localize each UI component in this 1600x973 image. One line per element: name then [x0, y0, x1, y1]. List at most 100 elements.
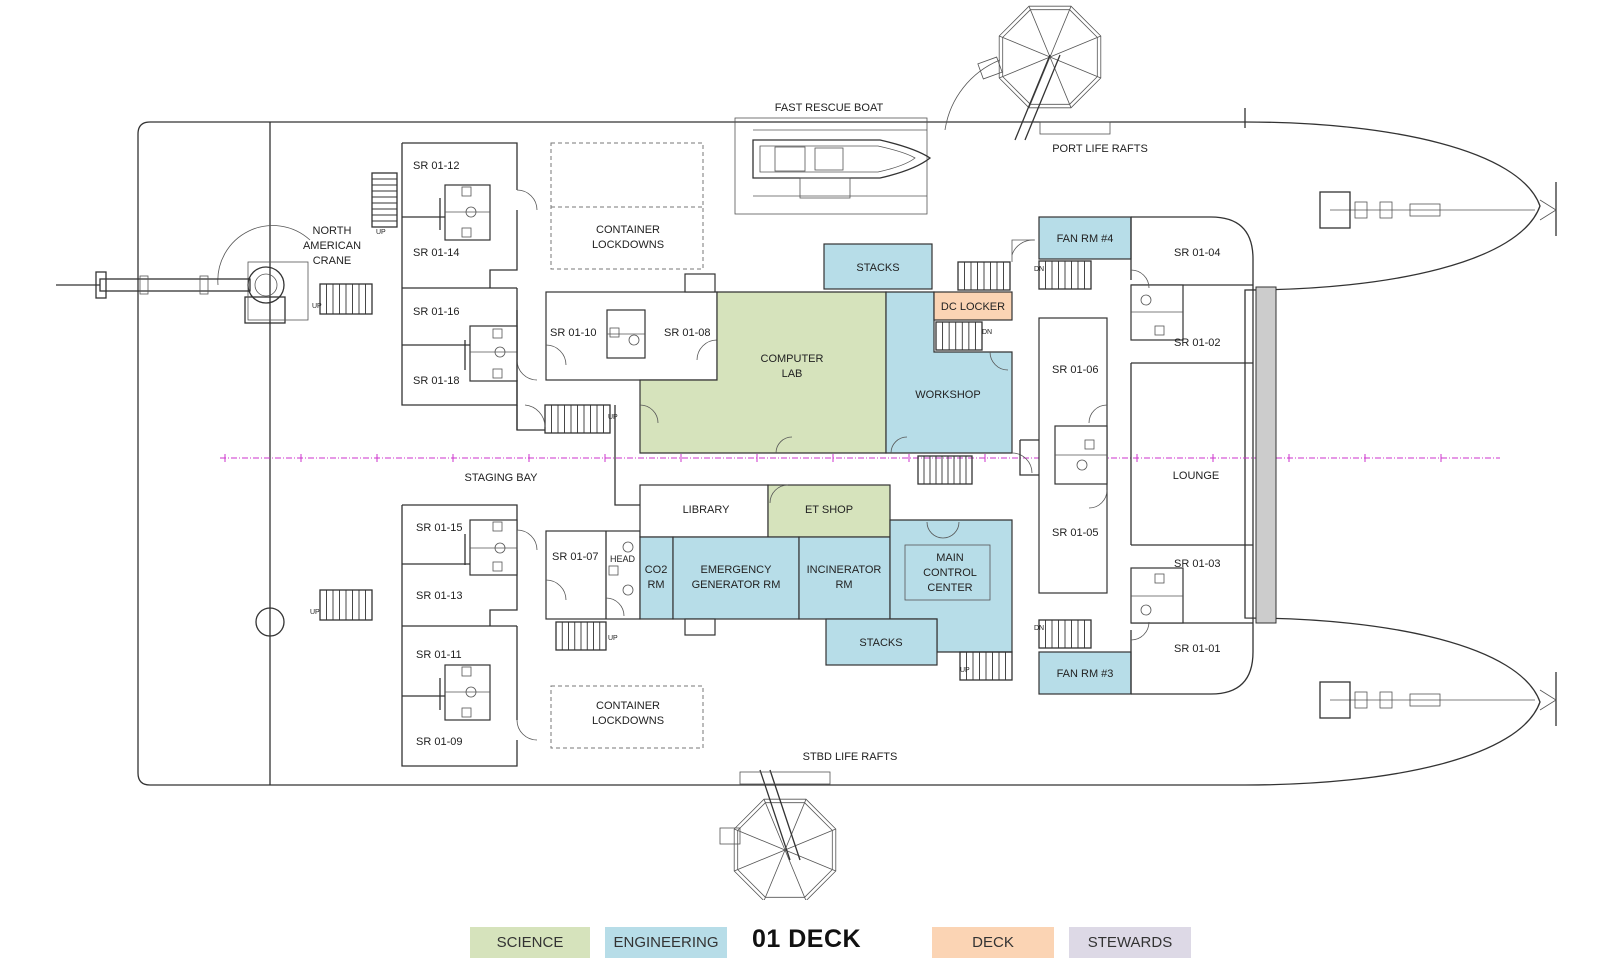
room-stacks: STACKS: [859, 637, 902, 649]
aft-stairs-crane: UP: [312, 283, 373, 315]
stacks-bottom: STACKS: [825, 618, 938, 666]
room-co2: CO2: [645, 564, 668, 576]
stair-dn-label: DN: [1034, 266, 1044, 273]
et-shop: ET SHOP: [767, 484, 891, 538]
room-sr-01-01: SR 01-01: [1174, 643, 1220, 655]
centerline: [220, 454, 1500, 462]
aft-stairs-bottom: UP: [310, 589, 373, 621]
stairs-fan3: DN: [1034, 619, 1092, 649]
legend-stewards: STEWARDS: [1069, 927, 1191, 958]
room-sr-01-18: SR 01-18: [413, 375, 459, 387]
room-incinerator: RM: [835, 579, 852, 591]
deck-plan: NORTH AMERICAN CRANE UP UP UP: [56, 5, 1557, 900]
dc-locker: DC LOCKER: [933, 291, 1013, 321]
room-main-control-center: MAIN: [936, 552, 964, 564]
stairs-fan4: DN: [1034, 260, 1092, 290]
room-computer-lab: COMPUTER: [761, 353, 824, 365]
container-label: CONTAINER: [596, 224, 660, 236]
stair-up-label: UP: [608, 414, 618, 421]
stair-up-label: UP: [960, 667, 970, 674]
room-et-shop: ET SHOP: [805, 504, 853, 516]
room-fan-rm-3: FAN RM #3: [1057, 668, 1114, 680]
container-label: LOCKDOWNS: [592, 715, 664, 727]
stair-up-label: UP: [608, 635, 618, 642]
room-main-control-center: CENTER: [927, 582, 972, 594]
aft-capstan: [255, 607, 285, 637]
room-fan-rm-4: FAN RM #4: [1057, 233, 1114, 245]
stairs-mcc: UP: [959, 651, 1013, 681]
legend-engineering: ENGINEERING: [605, 927, 727, 958]
north-american-crane: NORTH AMERICAN CRANE: [56, 225, 361, 324]
room-emergency-generator: EMERGENCY: [701, 564, 773, 576]
staterooms-01-06-05: SR 01-06 SR 01-05: [1019, 317, 1108, 594]
aft-stairs-top: UP: [371, 172, 398, 236]
room-incinerator: INCINERATOR: [807, 564, 882, 576]
aft-staterooms-stbd: SR 01-15 SR 01-13 SR 01-11 SR 01-09: [401, 504, 538, 767]
incinerator-room: INCINERATOR RM: [798, 536, 891, 620]
crane-label-3: CRANE: [313, 255, 352, 267]
port-life-rafts: PORT LIFE RAFTS: [944, 5, 1148, 155]
anchor-stbd: [1319, 672, 1557, 726]
room-sr-01-07: SR 01-07: [552, 551, 598, 563]
crane-label-2: AMERICAN: [303, 240, 361, 252]
room-lounge: LOUNGE: [1173, 470, 1219, 482]
staterooms-01-10-08: SR 01-10 SR 01-08: [545, 273, 718, 381]
stair-up-label: UP: [312, 303, 322, 310]
computer-lab: COMPUTER LAB: [639, 291, 887, 454]
stbd-life-rafts: STBD LIFE RAFTS: [719, 751, 898, 900]
room-sr-01-06: SR 01-06: [1052, 364, 1098, 376]
stairs-dc-top: [957, 239, 1035, 291]
library: LIBRARY: [639, 484, 769, 538]
room-sr-01-09: SR 01-09: [416, 736, 462, 748]
stacks-top: STACKS: [823, 243, 933, 290]
container-label: LOCKDOWNS: [592, 239, 664, 251]
room-head: HEAD: [610, 554, 636, 564]
container-label: CONTAINER: [596, 700, 660, 712]
room-sr-01-16: SR 01-16: [413, 306, 459, 318]
deck-title: 01 DECK: [752, 925, 862, 953]
room-sr-01-03: SR 01-03: [1174, 558, 1220, 570]
container-lockdowns-top: CONTAINER LOCKDOWNS: [550, 142, 704, 270]
legend-deck: DECK: [932, 927, 1054, 958]
stairs-centre: [917, 452, 1033, 485]
crane-label-1: NORTH: [313, 225, 352, 237]
room-emergency-generator: GENERATOR RM: [692, 579, 781, 591]
legend-deck-label: DECK: [972, 934, 1014, 951]
container-lockdowns-bottom: CONTAINER LOCKDOWNS: [550, 685, 704, 749]
legend-stewards-label: STEWARDS: [1087, 934, 1173, 951]
stairs-staging-bottom: UP: [555, 621, 618, 651]
port-life-rafts-label: PORT LIFE RAFTS: [1052, 143, 1148, 155]
room-sr-01-04: SR 01-04: [1174, 247, 1220, 259]
legend-science: SCIENCE: [470, 927, 590, 958]
legend-engineering-label: ENGINEERING: [613, 934, 719, 951]
stairs-workshop: DN: [935, 321, 992, 351]
room-sr-01-14: SR 01-14: [413, 247, 459, 259]
aft-staterooms-port: SR 01-12 SR 01-14 SR 01-16 SR 01-18: [401, 142, 538, 406]
legend-science-label: SCIENCE: [496, 934, 564, 951]
stair-dn-label: DN: [982, 329, 992, 336]
room-sr-01-10: SR 01-10: [550, 327, 596, 339]
room-sr-01-02: SR 01-02: [1174, 337, 1220, 349]
fan-room-3: FAN RM #3: [1038, 651, 1132, 695]
door-swing: [524, 404, 546, 428]
room-computer-lab: LAB: [782, 368, 803, 380]
stair-dn-label: DN: [1034, 625, 1044, 632]
stair-up-label: UP: [376, 229, 386, 236]
stbd-life-rafts-label: STBD LIFE RAFTS: [803, 751, 898, 763]
fan-room-4: FAN RM #4: [1038, 216, 1132, 260]
wall: [516, 405, 545, 431]
room-dc-locker: DC LOCKER: [941, 301, 1005, 313]
room-co2: RM: [647, 579, 664, 591]
workshop: WORKSHOP: [885, 291, 1013, 454]
room-sr-01-11: SR 01-11: [416, 649, 462, 661]
stateroom-01-07: SR 01-07 HEAD: [545, 530, 641, 620]
room-library: LIBRARY: [683, 504, 731, 516]
co2-room: CO2 RM: [639, 536, 674, 620]
stair-up-label: UP: [310, 609, 320, 616]
room-sr-01-12: SR 01-12: [413, 160, 459, 172]
room-stacks: STACKS: [856, 262, 899, 274]
fast-rescue-boat: FAST RESCUE BOAT: [734, 102, 932, 215]
forward-block: SR 01-04 SR 01-02 SR 01-03 SR 01-01 LOUN…: [1130, 216, 1277, 695]
room-sr-01-15: SR 01-15: [416, 522, 462, 534]
stairs-staging-top: UP: [544, 404, 618, 434]
